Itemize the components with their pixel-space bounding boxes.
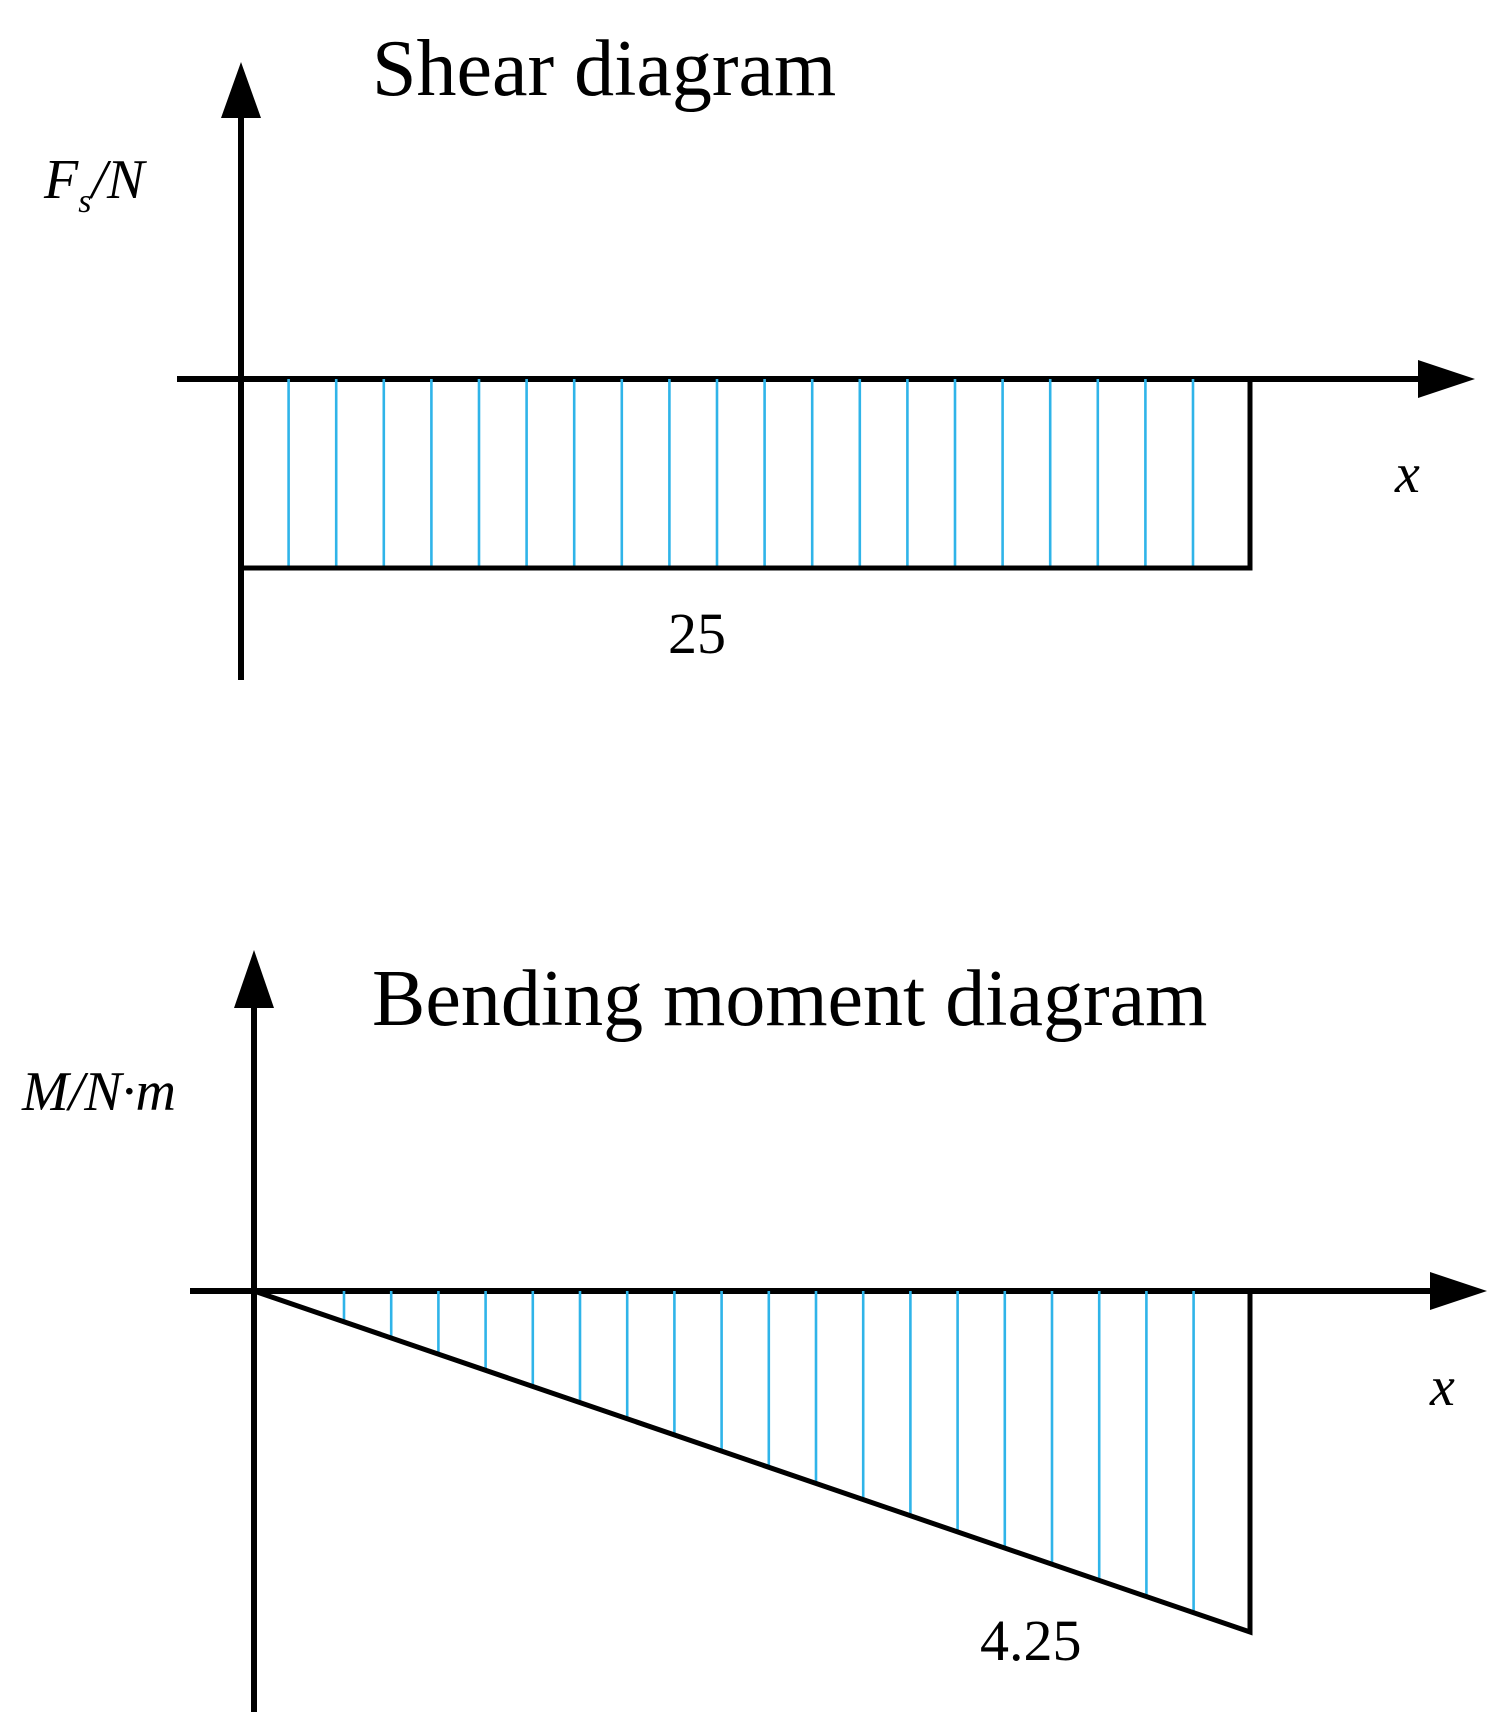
shear-title: Shear diagram	[372, 25, 836, 113]
moment-y-axis-label: M/N·m	[21, 1061, 176, 1123]
shear-region-outline	[241, 379, 1253, 571]
shear-x-axis-arrow	[1418, 360, 1475, 398]
moment-region-outline	[253, 1288, 1253, 1636]
shear-y-axis-arrow	[221, 62, 261, 118]
bending-moment-diagram: Bending moment diagram M/N·m x 4.25	[21, 950, 1487, 1712]
moment-x-axis-arrow	[1430, 1272, 1487, 1310]
shear-value-label: 25	[668, 601, 726, 666]
moment-hatch-group	[342, 1291, 1195, 1613]
moment-title: Bending moment diagram	[372, 955, 1207, 1043]
shear-y-axis-label: Fs/N	[43, 149, 147, 220]
shear-x-axis-label: x	[1394, 443, 1420, 505]
shear-hatch-group	[287, 379, 1195, 568]
shear-diagram: Shear diagram Fs/N x 25	[43, 25, 1475, 680]
moment-x-axis-label: x	[1429, 1356, 1455, 1418]
moment-value-label: 4.25	[980, 1608, 1082, 1673]
moment-y-axis-arrow	[234, 950, 274, 1008]
